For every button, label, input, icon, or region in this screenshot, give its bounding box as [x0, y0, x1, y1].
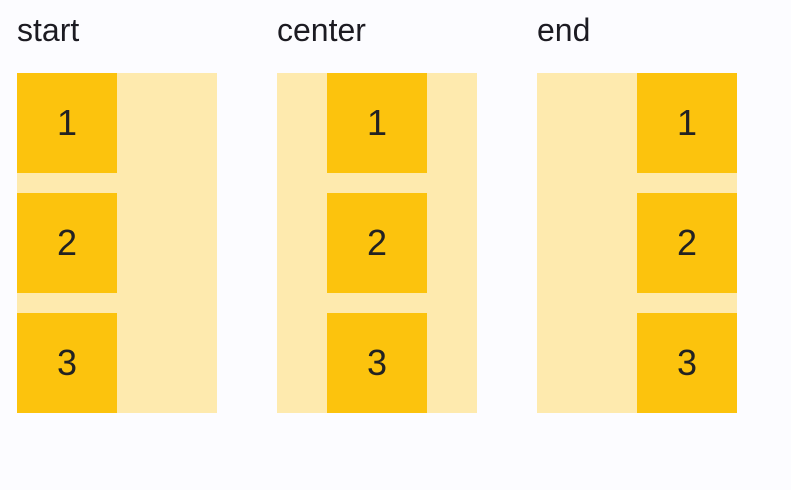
- group-center: center 1 2 3: [277, 10, 477, 413]
- flex-item-2: 2: [327, 193, 427, 293]
- group-end: end 1 2 3: [537, 10, 737, 413]
- flex-item-1: 1: [17, 73, 117, 173]
- flex-item-2: 2: [637, 193, 737, 293]
- flex-item-3: 3: [17, 313, 117, 413]
- flex-item-1: 1: [637, 73, 737, 173]
- flex-item-1: 1: [327, 73, 427, 173]
- group-center-label: center: [277, 12, 366, 48]
- group-start-label: start: [17, 12, 80, 48]
- alignment-demo-row: start 1 2 3 center 1 2 3 end 1 2 3: [17, 10, 737, 413]
- flex-item-2: 2: [17, 193, 117, 293]
- group-end-container: 1 2 3: [537, 73, 737, 413]
- group-end-label: end: [537, 12, 591, 48]
- flex-item-3: 3: [327, 313, 427, 413]
- group-start-container: 1 2 3: [17, 73, 217, 413]
- flex-item-3: 3: [637, 313, 737, 413]
- group-start: start 1 2 3: [17, 10, 217, 413]
- group-center-container: 1 2 3: [277, 73, 477, 413]
